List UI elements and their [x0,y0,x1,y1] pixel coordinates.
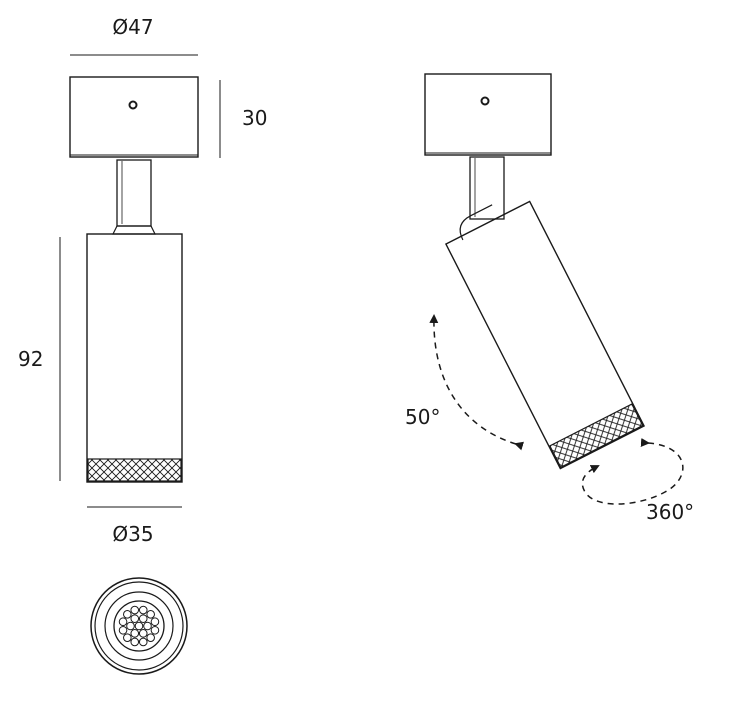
stem-joint [112,225,156,235]
led-dot [126,621,135,631]
top-diameter-label: Ø47 [112,15,153,39]
led-dot [130,614,140,623]
body-height-label: 92 [18,347,43,371]
led-dot [138,629,148,638]
screw-hole [128,100,138,110]
tilted-lamp [444,200,646,470]
mounting-base [69,76,199,158]
lamp-body [86,233,183,483]
knurled-ring [87,458,182,482]
tilted-screw-hole [480,96,490,106]
tilt-angle-label: 50° [405,405,440,429]
bottom-diameter-label: Ø35 [112,522,153,546]
led-dot [134,621,144,631]
led-dot [123,633,132,642]
tilted-stem [469,156,505,220]
front-view: Ø47 30 92 Ø35 [18,15,267,675]
tilted-knurled-ring [549,403,644,469]
led-dot [146,633,155,642]
led-dot [150,617,160,627]
led-dot [138,637,148,647]
led-dot [143,621,152,631]
base-height-label: 30 [242,106,267,130]
led-dot [118,617,128,627]
led-dot [138,605,148,615]
rotation-arrow [581,438,684,505]
tilted-view: 50° 360° [405,73,694,524]
led-dot [130,605,140,615]
tilt-arrow [429,314,525,451]
rotation-angle-label: 360° [646,500,694,524]
led-dot [130,629,140,638]
led-dot [130,637,140,647]
bottom-view [90,577,188,675]
led-dot [150,625,160,635]
led-dot [146,610,155,619]
tilted-mounting-base [424,73,552,156]
led-dot [138,614,148,623]
led-dot [123,610,132,619]
led-dot [118,625,128,635]
led-array [118,605,160,647]
